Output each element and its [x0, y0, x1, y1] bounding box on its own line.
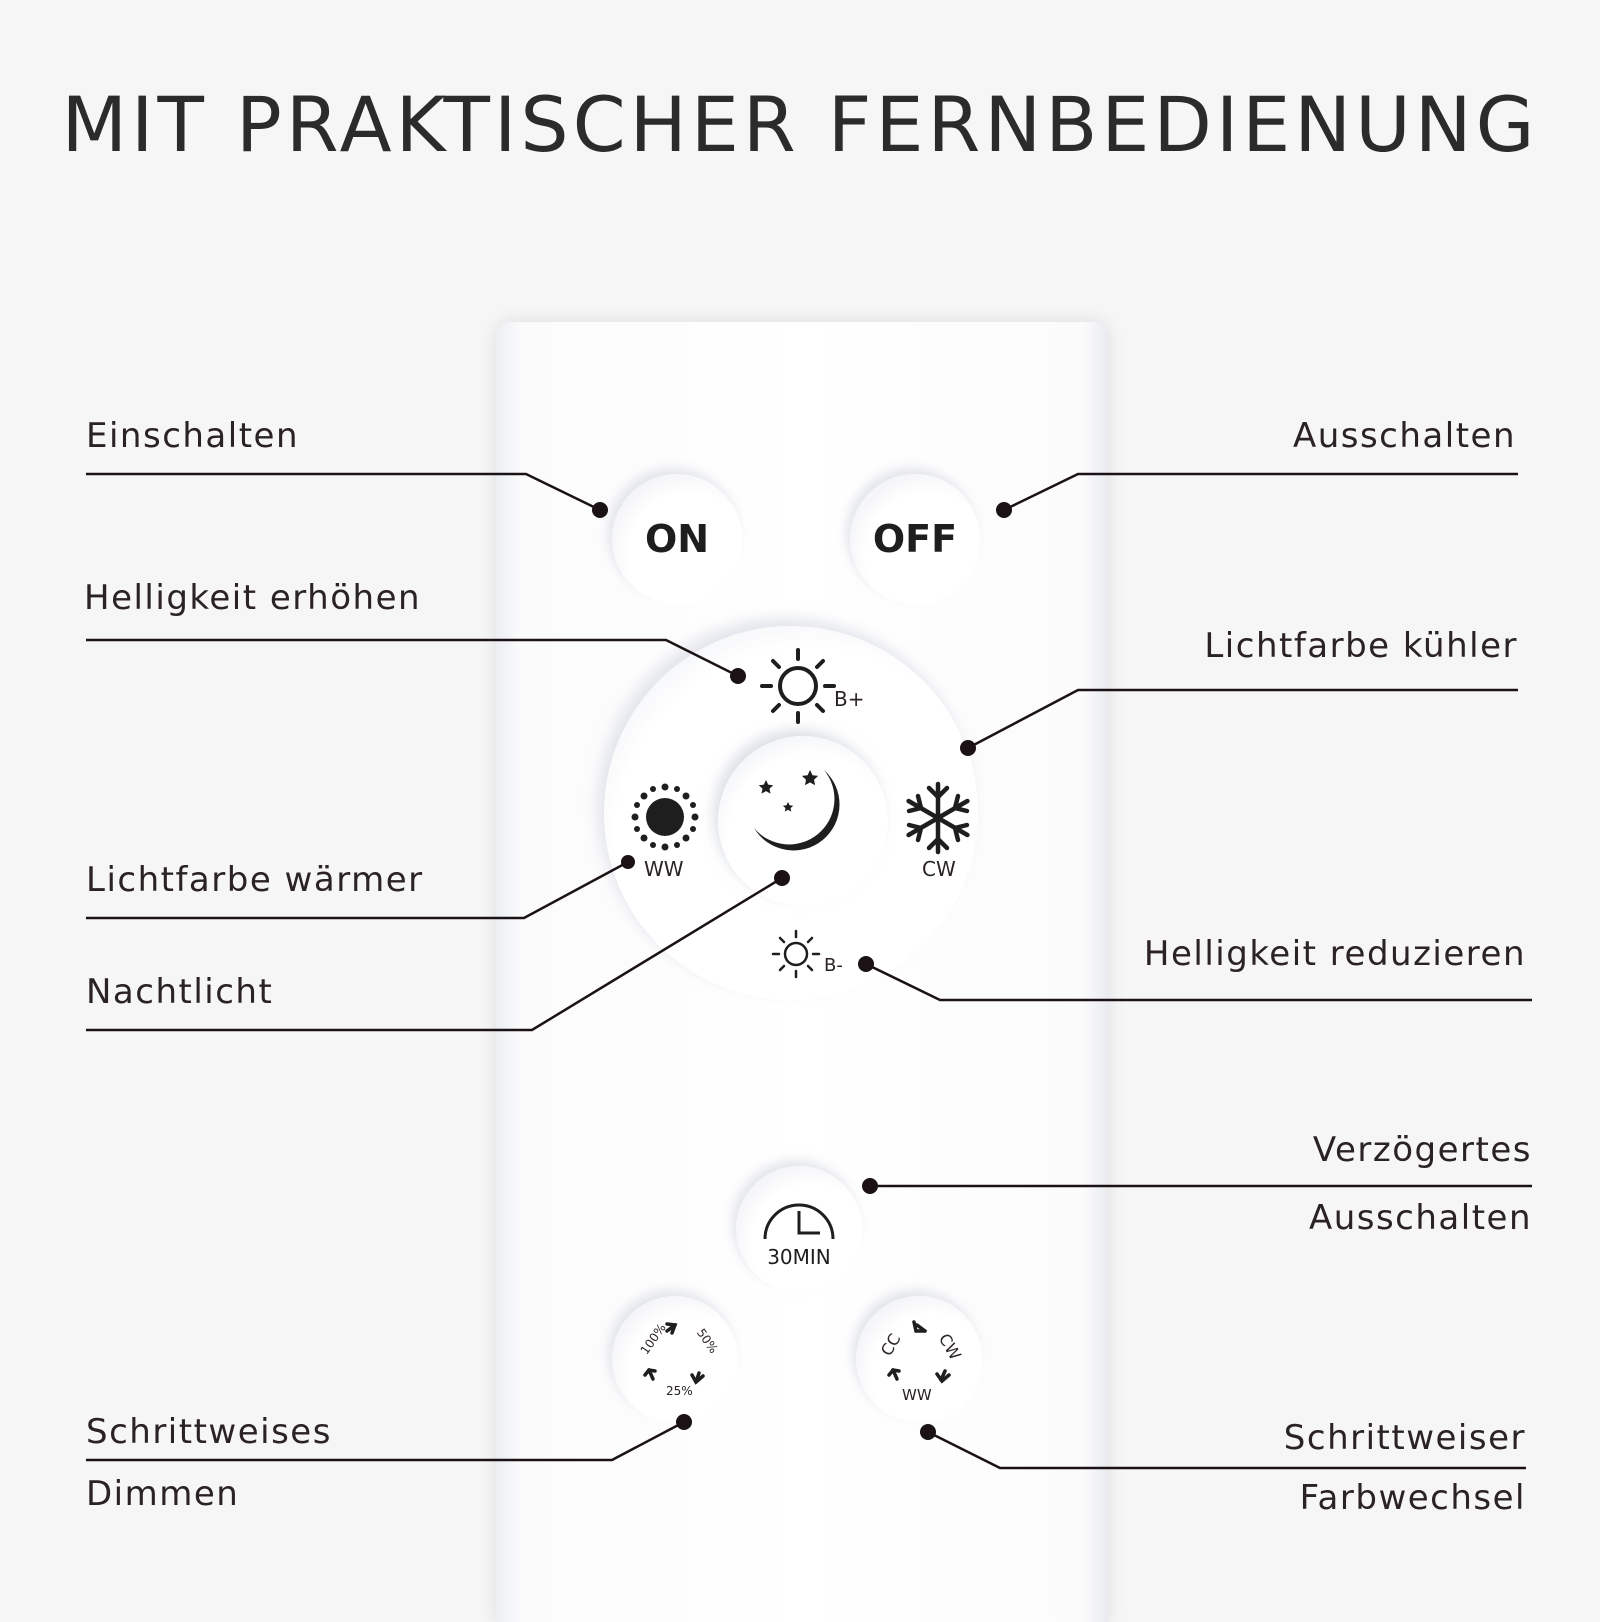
label-lichtfarbe-waermer: Lichtfarbe wärmer — [86, 860, 424, 900]
cool-light-label: CW — [922, 857, 956, 881]
on-button[interactable]: ON — [612, 474, 742, 604]
off-button[interactable]: OFF — [850, 474, 980, 604]
label-verzoegertes-line2: Ausschalten — [1308, 1198, 1532, 1238]
moon-icon — [754, 770, 840, 851]
label-nachtlicht: Nachtlicht — [86, 972, 274, 1012]
timer-label: 30MIN — [767, 1245, 831, 1269]
label-dimmen-line2: Dimmen — [86, 1474, 240, 1514]
label-lichtfarbe-kuehler: Lichtfarbe kühler — [1204, 626, 1518, 666]
label-farbwechsel-line1: Schrittweiser — [1283, 1418, 1526, 1458]
brightness-down-label: B- — [824, 955, 843, 976]
label-farbwechsel-line2: Farbwechsel — [1299, 1478, 1526, 1518]
label-helligkeit-reduzieren: Helligkeit reduzieren — [1143, 934, 1526, 974]
brightness-up-label: B+ — [834, 687, 865, 711]
timer-button[interactable]: 30MIN — [736, 1166, 862, 1292]
brightness-down-icon[interactable] — [768, 926, 828, 982]
step-dimming-button[interactable] — [612, 1296, 738, 1422]
label-helligkeit-erhoehen: Helligkeit erhöhen — [84, 578, 422, 618]
dimming-cycle-icon — [643, 1322, 705, 1385]
color-mode-ww: WW — [902, 1386, 932, 1404]
label-verzoegertes-line1: Verzögertes — [1312, 1130, 1532, 1170]
on-button-label: ON — [644, 517, 710, 561]
color-cycle-icon — [887, 1320, 951, 1384]
page-title: MIT PRAKTISCHER FERNBEDIENUNG — [61, 80, 1539, 169]
brightness-up-icon[interactable] — [752, 646, 862, 726]
clock-icon — [763, 1203, 835, 1240]
dim-level-25: 25% — [666, 1384, 693, 1398]
label-einschalten: Einschalten — [86, 416, 300, 456]
warm-light-icon[interactable] — [628, 780, 702, 854]
warm-light-label: WW — [644, 857, 684, 881]
step-color-button[interactable] — [856, 1296, 982, 1422]
label-ausschalten: Ausschalten — [1292, 416, 1516, 456]
night-light-button[interactable] — [718, 736, 888, 906]
label-dimmen-line1: Schrittweises — [86, 1412, 332, 1452]
snowflake-icon[interactable] — [900, 780, 976, 856]
off-button-label: OFF — [872, 517, 958, 561]
